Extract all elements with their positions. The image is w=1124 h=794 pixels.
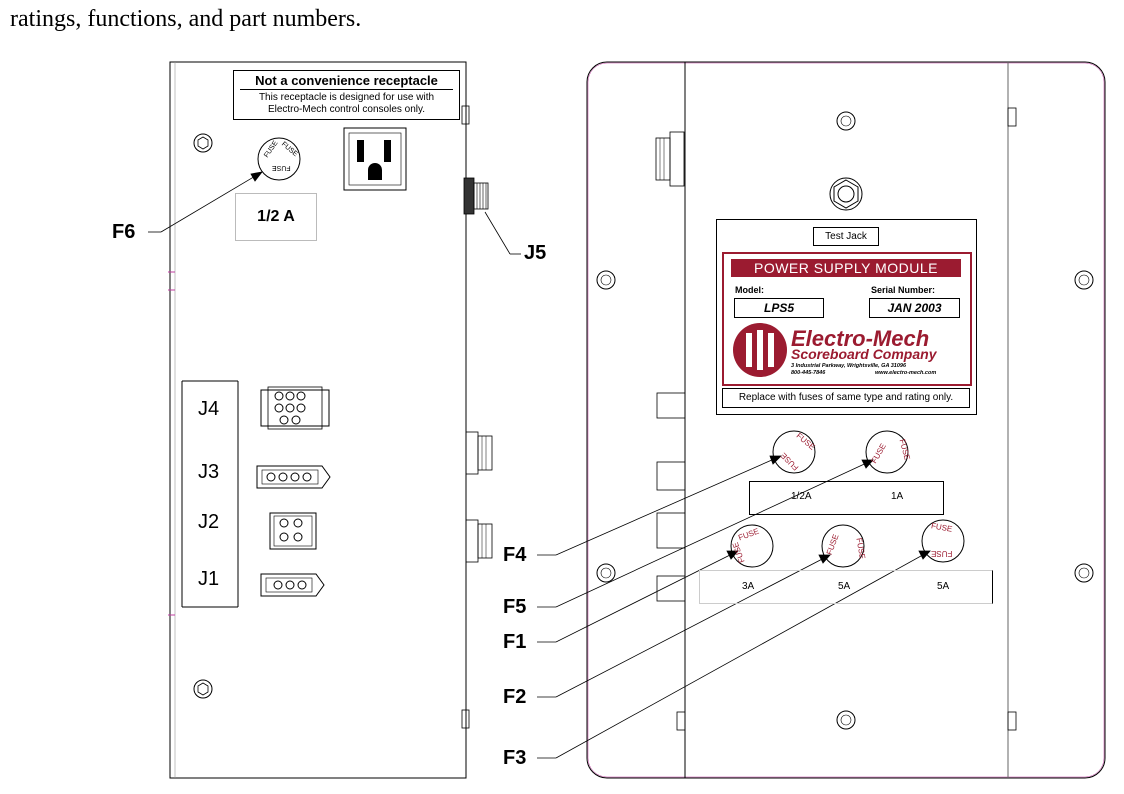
- mounting-hole-right-4: [1074, 270, 1094, 290]
- callout-f6: F6: [112, 221, 136, 243]
- side-tab-2: [656, 461, 686, 491]
- callout-f3: F3: [503, 747, 527, 769]
- fuse-rating-f3: 5A: [937, 581, 950, 592]
- fuse-rating-f2: 5A: [838, 581, 851, 592]
- mounting-hole-right-6: [1074, 563, 1094, 583]
- notice-line-2: Electro-Mech control consoles only.: [267, 104, 426, 115]
- right-stub-bottom: [1007, 711, 1017, 731]
- callout-f2: F2: [503, 686, 527, 708]
- fuse-rating-f4: 1/2A: [791, 491, 812, 502]
- callout-f4: F4: [503, 544, 527, 566]
- f3-fuse-text-2: FUSE: [931, 549, 953, 558]
- connector-label-j4: J4: [198, 398, 220, 420]
- f6-rating-label: 1/2 A: [235, 193, 317, 241]
- fuse-holder-f2: [821, 524, 865, 568]
- grommet-left-2: [465, 519, 493, 563]
- callout-f1: F1: [503, 631, 527, 653]
- brand-logo-icon: [733, 323, 787, 377]
- product-title: POWER SUPPLY MODULE: [731, 259, 961, 277]
- grommet-right-top: [655, 131, 685, 187]
- callout-f5: F5: [503, 596, 527, 618]
- connector-label-j2: J2: [198, 511, 220, 533]
- left-panel-stub-top: [461, 105, 470, 125]
- left-panel-stub-bottom: [461, 709, 470, 729]
- notice-title: Not a convenience receptacle: [255, 73, 438, 88]
- serial-value: JAN 2003: [869, 298, 960, 318]
- right-panel-outline: [586, 61, 1106, 779]
- test-jack-nut: [829, 177, 863, 211]
- model-label: Model:: [735, 285, 764, 295]
- receptacle-outlet: [343, 127, 407, 191]
- notice-line-1: This receptacle is designed for use with: [258, 92, 435, 103]
- test-jack-label: Test Jack: [813, 227, 879, 246]
- model-value: LPS5: [734, 298, 824, 318]
- brand-website: www.electro-mech.com: [875, 370, 937, 376]
- fuse-rating-f5: 1A: [891, 491, 904, 502]
- mounting-hole-left-bottom: [193, 679, 213, 699]
- brand-name-line-2: Scoreboard Company: [791, 346, 937, 362]
- fuse-holder-f1: [730, 524, 774, 568]
- mounting-hole-right-1: [836, 111, 856, 131]
- left-stub-bottom-right-panel: [676, 711, 686, 731]
- receptacle-notice: Not a convenience receptacle This recept…: [233, 70, 460, 120]
- mounting-hole-right-5: [596, 563, 616, 583]
- fuse-holder-f5: [865, 430, 909, 474]
- right-panel-cover: [684, 61, 1009, 779]
- product-label: POWER SUPPLY MODULE Model: LPS5 Serial N…: [722, 252, 972, 386]
- side-tab-3: [656, 512, 686, 549]
- brand-address: 3 Industrial Parkway, Wrightsville, GA 3…: [791, 363, 907, 369]
- fuse-rating-f1: 3A: [742, 581, 755, 592]
- fuse-holder-f4: [772, 430, 816, 474]
- right-panel-magenta-edge: [587, 62, 1105, 778]
- connector-bracket: [181, 380, 239, 608]
- fuse-rating-row-bottom: [699, 570, 993, 604]
- left-panel-outline: [169, 61, 467, 779]
- right-stub-top: [1007, 107, 1017, 127]
- brand-phone: 800-445-7846: [791, 370, 826, 376]
- connector-label-j1: J1: [198, 568, 220, 590]
- f6-fuse-holder: [257, 137, 301, 181]
- fuse-rating-row-top: [749, 481, 944, 515]
- j4-connector: [260, 386, 330, 430]
- mounting-hole-right-2: [836, 710, 856, 730]
- j3-connector: [256, 465, 331, 489]
- connector-label-j3: J3: [198, 461, 220, 483]
- mounting-hole-right-3: [596, 270, 616, 290]
- j5-jack-thread: [473, 182, 489, 210]
- leader-j5: [484, 211, 511, 255]
- j2-connector: [269, 512, 317, 550]
- side-tab-1: [656, 392, 686, 419]
- callout-j5: J5: [524, 242, 547, 264]
- grommet-left-1: [465, 431, 493, 475]
- j1-connector: [260, 573, 325, 597]
- notice-rule: [240, 89, 453, 90]
- serial-label: Serial Number:: [871, 285, 936, 295]
- side-tab-4: [656, 575, 686, 602]
- brand-name-line-1: Electro-Mech: [791, 326, 930, 351]
- fuse-holder-f3: [921, 519, 965, 563]
- f6-fuse-text-3: FUSE: [272, 164, 291, 171]
- replace-fuse-note: Replace with fuses of same type and rati…: [722, 388, 970, 408]
- j5-jack-body: [463, 177, 475, 215]
- header-text: ratings, functions, and part numbers.: [10, 6, 362, 32]
- mounting-hole-left-top: [193, 133, 213, 153]
